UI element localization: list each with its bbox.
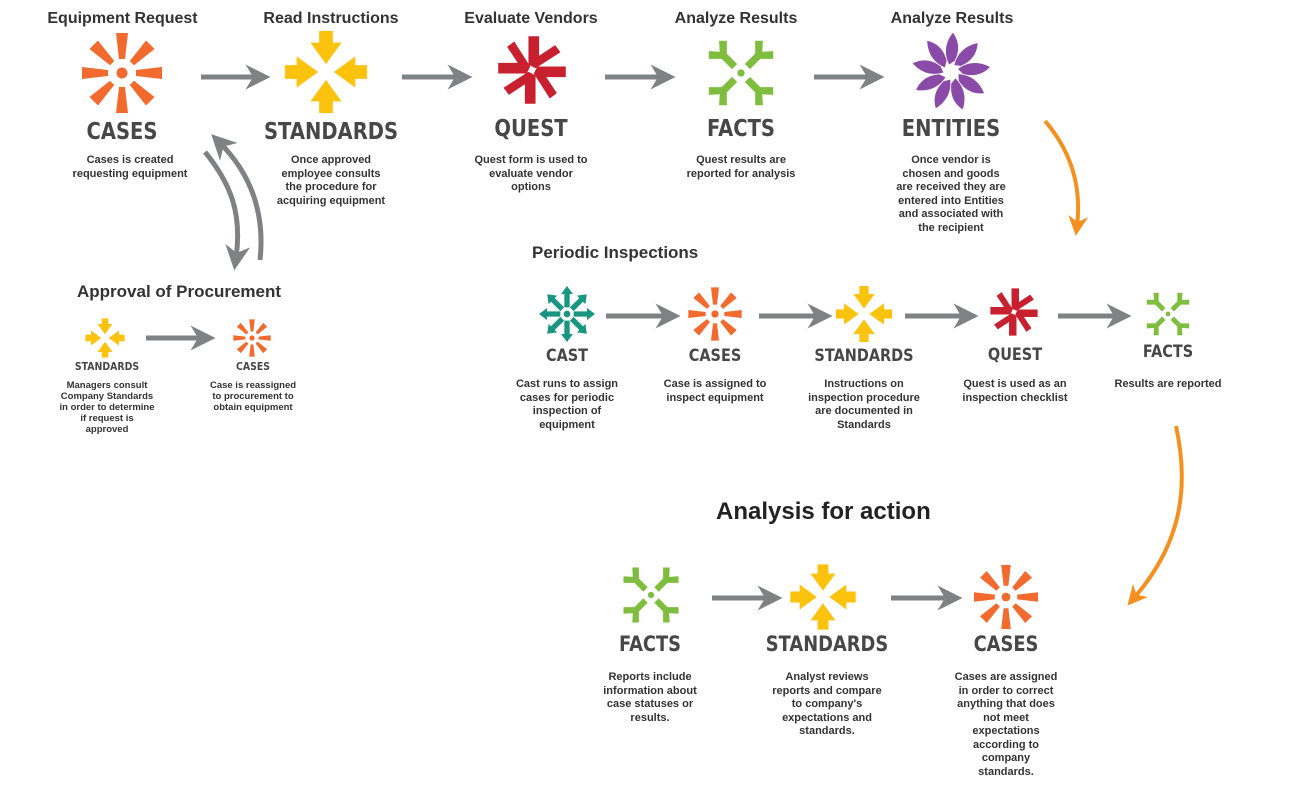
step-description: Once vendor is chosen and goods are rece… <box>896 154 1006 234</box>
step-title-analyze-results: Analyze Results <box>890 10 1014 27</box>
step-description: Reports include information about case s… <box>603 671 697 724</box>
module-name-cases: CASES <box>688 346 742 366</box>
module-name-quest: QUEST <box>494 116 568 142</box>
step-description: Cases are assigned in order to correct a… <box>954 671 1058 778</box>
step-description: Quest results are reported for analysis <box>686 154 796 180</box>
quest-icon <box>492 30 572 110</box>
standards-icon <box>788 562 858 632</box>
module-name-facts: FACTS <box>618 632 682 656</box>
section-connector-arrow <box>1043 119 1089 236</box>
section-title-analysis: Analysis for action <box>716 498 931 525</box>
step-title-read-instructions: Read Instructions <box>263 10 399 27</box>
module-name-cases: CASES <box>236 360 270 373</box>
step-description: Instructions on inspection procedure are… <box>808 378 920 431</box>
cast-icon <box>537 284 597 344</box>
section-title-approval: Approval of Procurement <box>77 282 282 301</box>
step-description: Managers consult Company Standards in or… <box>59 380 155 435</box>
step-description: Analyst reviews reports and compare to c… <box>772 671 882 737</box>
step-description: Case is assigned to inspect equipment <box>663 378 767 404</box>
standards-icon <box>84 317 126 359</box>
section-connector-arrow <box>1127 425 1184 606</box>
facts-icon <box>700 32 782 114</box>
step-description: Case is reassigned to procurement to obt… <box>209 380 297 413</box>
approval-arrow-down <box>203 150 251 271</box>
step-description: Cases is created requesting equipment <box>72 154 188 180</box>
step-description: Once approved employee consults the proc… <box>276 154 386 207</box>
approval-arrow-up <box>211 134 264 261</box>
step-title-analyze-results: Analyze Results <box>674 10 798 27</box>
entities-icon <box>909 30 993 114</box>
step-description: Quest form is used to evaluate vendor op… <box>474 154 588 193</box>
section-title-periodic: Periodic Inspections <box>532 243 699 262</box>
module-name-standards: STANDARDS <box>263 119 399 145</box>
module-name-quest: QUEST <box>987 345 1043 365</box>
step-title-equipment-request: Equipment Request <box>47 10 198 27</box>
module-name-standards: STANDARDS <box>765 632 889 656</box>
cases-icon <box>685 284 745 344</box>
module-name-standards: STANDARDS <box>74 360 140 373</box>
module-name-cases: CASES <box>86 119 158 145</box>
facts-icon <box>1141 287 1195 341</box>
cases-icon <box>231 317 273 359</box>
step-description: Cast runs to assign cases for periodic i… <box>515 378 619 431</box>
cases-icon <box>77 28 167 118</box>
step-title-evaluate-vendors: Evaluate Vendors <box>464 10 598 27</box>
step-description: Quest is used as an inspection checklist <box>962 378 1068 404</box>
quest-icon <box>986 284 1042 340</box>
facts-icon <box>616 560 686 630</box>
module-name-entities: ENTITIES <box>901 116 1001 142</box>
module-name-facts: FACTS <box>1142 342 1194 362</box>
module-name-cases: CASES <box>973 632 1039 656</box>
module-name-facts: FACTS <box>706 116 775 142</box>
module-name-standards: STANDARDS <box>814 346 914 366</box>
module-name-cast: CAST <box>545 346 589 366</box>
standards-icon <box>282 28 370 116</box>
step-description: Results are reported <box>1114 378 1222 390</box>
standards-icon <box>834 284 894 344</box>
cases-icon <box>970 561 1042 633</box>
